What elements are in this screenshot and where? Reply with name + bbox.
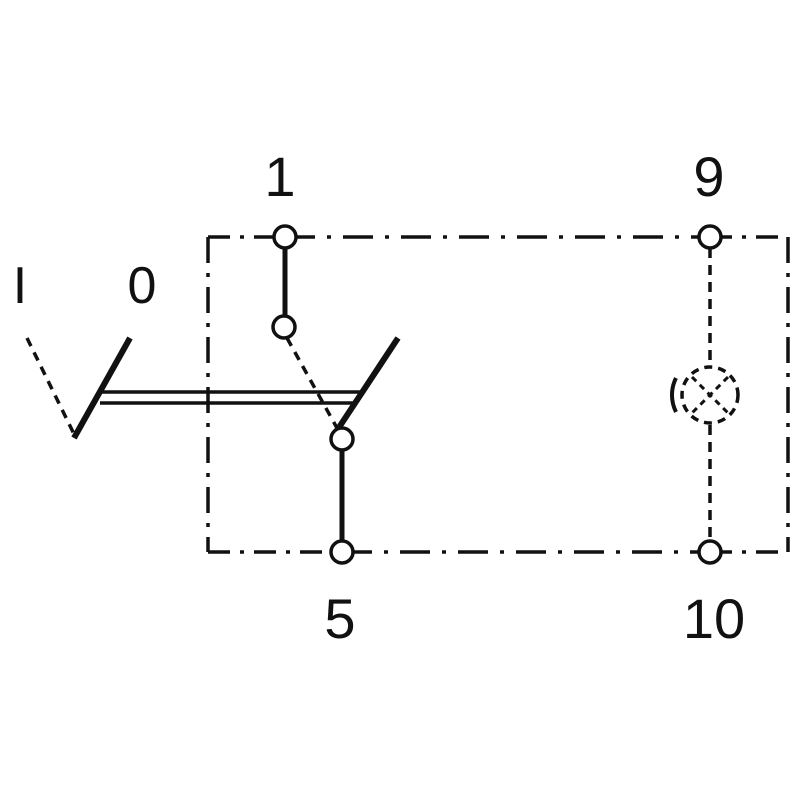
moving-contact-arm — [329, 336, 401, 440]
terminal-1-label: 1 — [264, 145, 295, 208]
moving-contact-node — [329, 426, 355, 452]
terminal-5-node — [329, 539, 355, 565]
housing-outline — [206, 235, 790, 554]
rocker-actuator — [25, 336, 401, 440]
terminal-5-label: 5 — [324, 587, 355, 650]
terminal-10-node — [697, 539, 723, 565]
lever-position-0 — [71, 336, 133, 440]
terminal-10-label: 10 — [683, 587, 745, 650]
position-off-label: 0 — [128, 257, 157, 315]
terminal-9-label: 9 — [693, 145, 724, 208]
wire-dashed-contact — [285, 337, 339, 429]
terminal-1-node — [272, 224, 298, 250]
contact-wiring — [282, 248, 712, 541]
lamp-icon — [670, 365, 740, 425]
lever-position-i — [25, 337, 76, 435]
fixed-contact-node — [271, 314, 297, 340]
terminals — [271, 224, 723, 565]
position-on-label: I — [13, 257, 27, 315]
terminal-9-node — [697, 224, 723, 250]
